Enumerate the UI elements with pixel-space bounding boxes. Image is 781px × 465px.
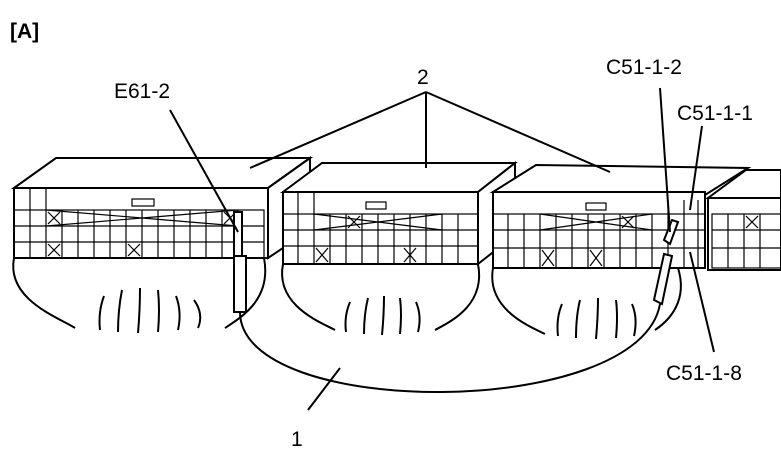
label-e61-2: E61-2: [114, 80, 170, 103]
module-2-front: [282, 191, 479, 265]
module-1-bundle-right: [224, 257, 267, 329]
module-4-terminals: [711, 213, 781, 269]
module-2: [279, 160, 518, 336]
leader-e61-2: [169, 109, 239, 233]
module-2-bundle-right: [434, 263, 481, 331]
figure-label: [A]: [10, 20, 39, 43]
module-3-top: [489, 163, 752, 197]
module-2-wires: [344, 295, 421, 336]
module-1-wires: [98, 287, 202, 334]
leader-c51-1-1: [689, 125, 703, 211]
harness-1: [239, 303, 661, 393]
module-2-indicator: [365, 201, 387, 210]
module-3-bundle-left: [491, 267, 546, 335]
label-item-2: 2: [417, 66, 429, 89]
leader-item-2-left: [249, 91, 427, 169]
module-2-top: [279, 162, 518, 193]
module-1: [10, 156, 314, 334]
label-c51-1-1: C51-1-1: [677, 102, 753, 125]
label-c51-1-8: C51-1-8: [666, 362, 742, 385]
label-c51-1-2: C51-1-2: [606, 56, 682, 79]
module-3-bundle-right: [654, 267, 682, 331]
module-3-indicator: [585, 202, 607, 211]
label-item-1: 1: [291, 428, 303, 451]
module-1-terminals: [13, 188, 265, 259]
leader-item-1: [307, 367, 341, 411]
module-1-bundle-left: [12, 257, 76, 329]
module-1-top: [10, 157, 314, 189]
module-3-terminals: [492, 200, 706, 269]
module-4-partial: [704, 169, 781, 271]
module-3-wires: [556, 297, 637, 340]
connector-e61-2-plug: [233, 255, 247, 313]
module-2-bundle-left: [281, 263, 336, 331]
leader-c51-1-8: [689, 251, 715, 353]
module-2-terminals: [282, 192, 479, 265]
leader-c51-1-2: [659, 87, 671, 233]
module-1-indicator: [131, 198, 155, 207]
connector-c51-1-2-plug: [652, 252, 674, 306]
leader-item-2-right: [425, 91, 611, 173]
